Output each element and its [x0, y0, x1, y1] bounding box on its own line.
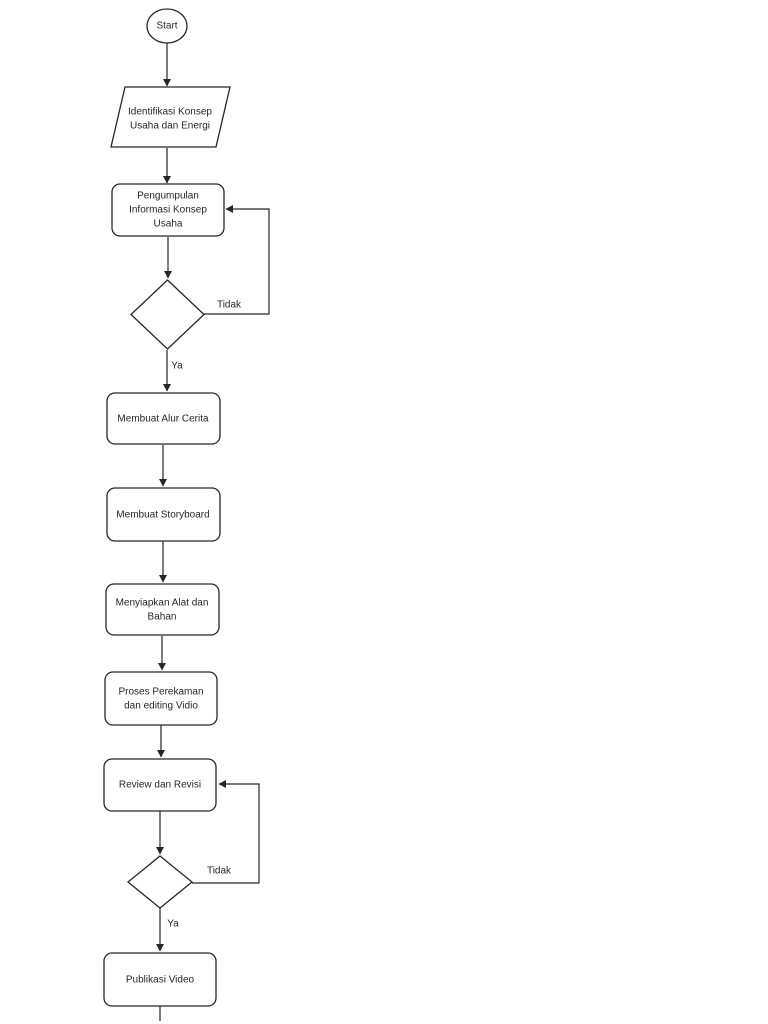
process-box-shape: [103, 952, 217, 1007]
node-membuat-alur-cerita: Membuat Alur Cerita: [106, 392, 221, 445]
process-box-shape: [104, 671, 218, 726]
identifikasi-line1: Identifikasi Konsep: [128, 107, 212, 118]
input-parallelogram-shape: [110, 86, 231, 148]
node-start: Start: [146, 8, 188, 44]
alat-line2: Bahan: [148, 612, 177, 623]
flowchart-edge-labels: Tidak Ya Tidak Ya: [167, 300, 242, 930]
decision-diamond-shape: [130, 279, 205, 350]
process-box-shape: [106, 392, 221, 445]
node-review-revisi: Review dan Revisi: [103, 758, 217, 812]
node-decision1: [130, 279, 205, 350]
perekaman-line1: Proses Perekaman: [118, 687, 203, 698]
edge-label-decision2-yes: Ya: [167, 919, 179, 930]
node-pengumpulan-informasi: Pengumpulan Informasi Konsep Usaha: [111, 183, 225, 237]
alur-line1: Membuat Alur Cerita: [117, 414, 209, 425]
alat-line1: Menyiapkan Alat dan: [116, 598, 209, 609]
review-line1: Review dan Revisi: [119, 780, 201, 791]
flowchart-edges: [156, 43, 270, 1021]
process-box-shape: [105, 583, 220, 636]
process-box-shape: [106, 487, 221, 542]
edge-decision2-no-loop: [192, 780, 260, 884]
decision-diamond-shape: [126, 855, 194, 909]
node-proses-perekaman: Proses Perekaman dan editing Vidio: [104, 671, 218, 726]
edge-label-decision2-no: Tidak: [207, 866, 232, 877]
start-label: Start: [156, 21, 177, 32]
process-box-shape: [103, 758, 217, 812]
identifikasi-line2: Usaha dan Energi: [130, 121, 210, 132]
publikasi-line1: Publikasi Video: [126, 975, 195, 986]
node-membuat-storyboard: Membuat Storyboard: [106, 487, 221, 542]
edge-decision1-no-loop: [204, 205, 270, 315]
storyboard-line1: Membuat Storyboard: [116, 510, 209, 521]
perekaman-line2: dan editing Vidio: [124, 701, 198, 712]
node-publikasi-video: Publikasi Video: [103, 952, 217, 1007]
start-terminator-shape: [146, 8, 188, 44]
node-identifikasi-konsep: Identifikasi Konsep Usaha dan Energi: [110, 86, 231, 148]
edge-label-decision1-yes: Ya: [171, 361, 183, 372]
node-decision2: [126, 855, 194, 909]
pengumpulan-line3: Usaha: [154, 219, 183, 230]
pengumpulan-line1: Pengumpulan: [137, 191, 199, 202]
node-menyiapkan-alat: Menyiapkan Alat dan Bahan: [105, 583, 220, 636]
process-box-shape: [111, 183, 225, 237]
pengumpulan-line2: Informasi Konsep: [129, 205, 207, 216]
edge-label-decision1-no: Tidak: [217, 300, 242, 311]
